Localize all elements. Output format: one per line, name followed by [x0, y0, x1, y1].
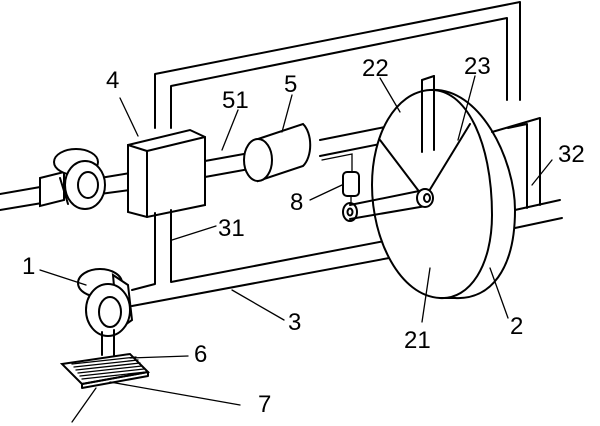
- gearbox-4: [127, 128, 206, 219]
- label-8: 8: [290, 189, 303, 216]
- right-frame-32: [491, 117, 563, 229]
- label-4: 4: [106, 67, 119, 94]
- label-21: 21: [404, 327, 431, 354]
- label-32: 32: [558, 141, 585, 168]
- upper-frame-pipe: [154, 1, 521, 129]
- label-3: 3: [288, 309, 301, 336]
- label-5: 5: [284, 71, 297, 98]
- vertical-rod: [421, 75, 435, 153]
- label-6: 6: [194, 341, 207, 368]
- label-31: 31: [218, 215, 245, 242]
- cylinder-5: [243, 122, 401, 183]
- left-motor: [39, 148, 106, 210]
- label-1: 1: [22, 253, 35, 280]
- label-7: 7: [258, 391, 271, 418]
- label-2: 2: [510, 313, 523, 340]
- crank-22-23: [349, 123, 471, 220]
- motor-1: [77, 268, 134, 337]
- lower-pipe-3: [131, 209, 441, 307]
- link-8: [321, 153, 360, 222]
- leader-lines: [39, 75, 553, 423]
- disc-2: [370, 88, 516, 300]
- label-23: 23: [464, 53, 491, 80]
- label-51: 51: [222, 87, 249, 114]
- pedal-6: [59, 329, 151, 389]
- part-labels: 4 51 5 22 23 32 8 31 1 3 21 2 6 7: [22, 53, 585, 418]
- label-22: 22: [362, 55, 389, 82]
